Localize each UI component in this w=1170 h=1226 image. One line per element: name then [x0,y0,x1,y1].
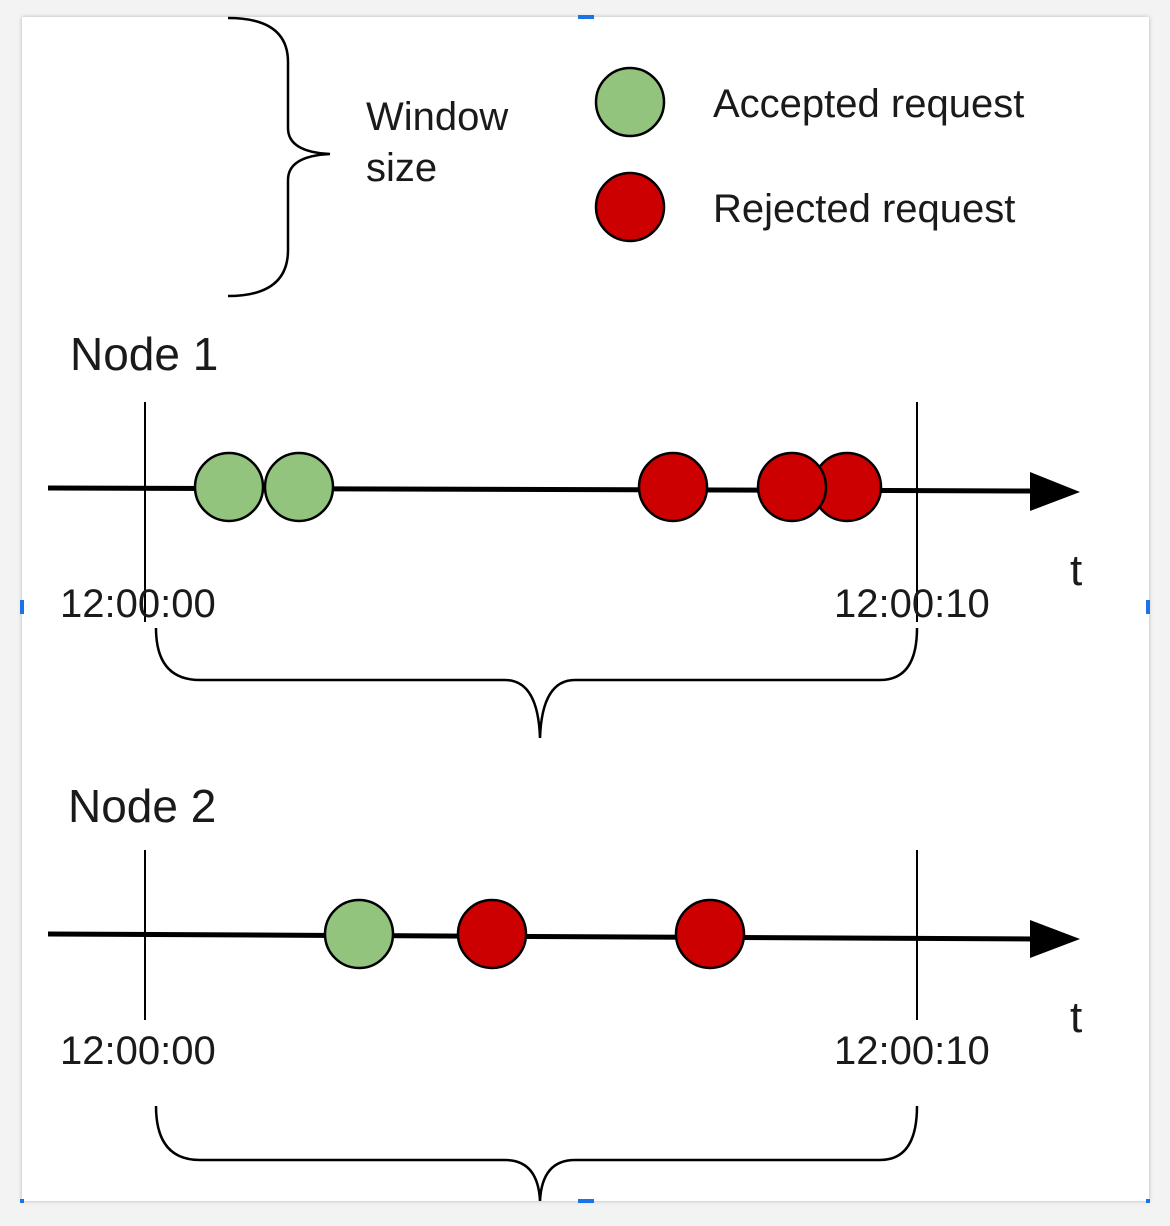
node-2-axis-label: t [1070,993,1082,1042]
selection-handle-left[interactable] [20,600,24,614]
node-1-window-end-label: 12:00:10 [834,582,990,626]
node-2-window-start-label: 12:00:00 [60,1029,216,1073]
selection-handle-right[interactable] [1146,600,1150,614]
node-1-title: Node 1 [70,328,218,380]
node-2-window-brace [154,1105,919,1202]
diagram-frame [22,17,1149,1201]
node-2-axis-arrowhead [1030,920,1080,958]
node-1-request-rejected [637,451,709,523]
selection-handle-bottom[interactable] [578,1199,594,1203]
node-2-request-rejected [456,898,528,970]
legend-rejected-label: Rejected request [713,187,1015,231]
node-1-axis-arrowhead [1030,472,1080,511]
window-size-label-line2: size [366,146,437,190]
node-1-window-start-label: 12:00:00 [60,582,216,626]
node-2-request-accepted [323,898,395,970]
selection-handle-top[interactable] [578,15,594,19]
node-1-request-rejected [756,451,828,523]
node-1-axis-label: t [1070,546,1082,595]
selection-corner-bottom-right[interactable] [1146,1199,1150,1203]
node-2-request-rejected [674,898,746,970]
legend-accepted-label: Accepted request [713,82,1024,126]
legend-accepted-swatch [594,66,666,138]
node-1-request-accepted [193,451,265,523]
node-1-timeline: Node 1 t 12:00:00 12:00:10 [47,328,1082,739]
node-2-window-end-label: 12:00:10 [834,1029,990,1073]
selection-corner-bottom-left[interactable] [20,1199,24,1203]
window-size-brace [227,16,331,298]
legend-rejected-swatch [594,171,666,243]
window-size-label-line1: Window [366,95,508,139]
node-2-title: Node 2 [68,780,216,832]
node-2-time-axis [47,931,1037,942]
node-1-window-brace [154,627,919,739]
node-1-request-accepted [263,451,335,523]
node-2-timeline: Node 2 t 12:00:00 12:00:10 [47,780,1082,1202]
